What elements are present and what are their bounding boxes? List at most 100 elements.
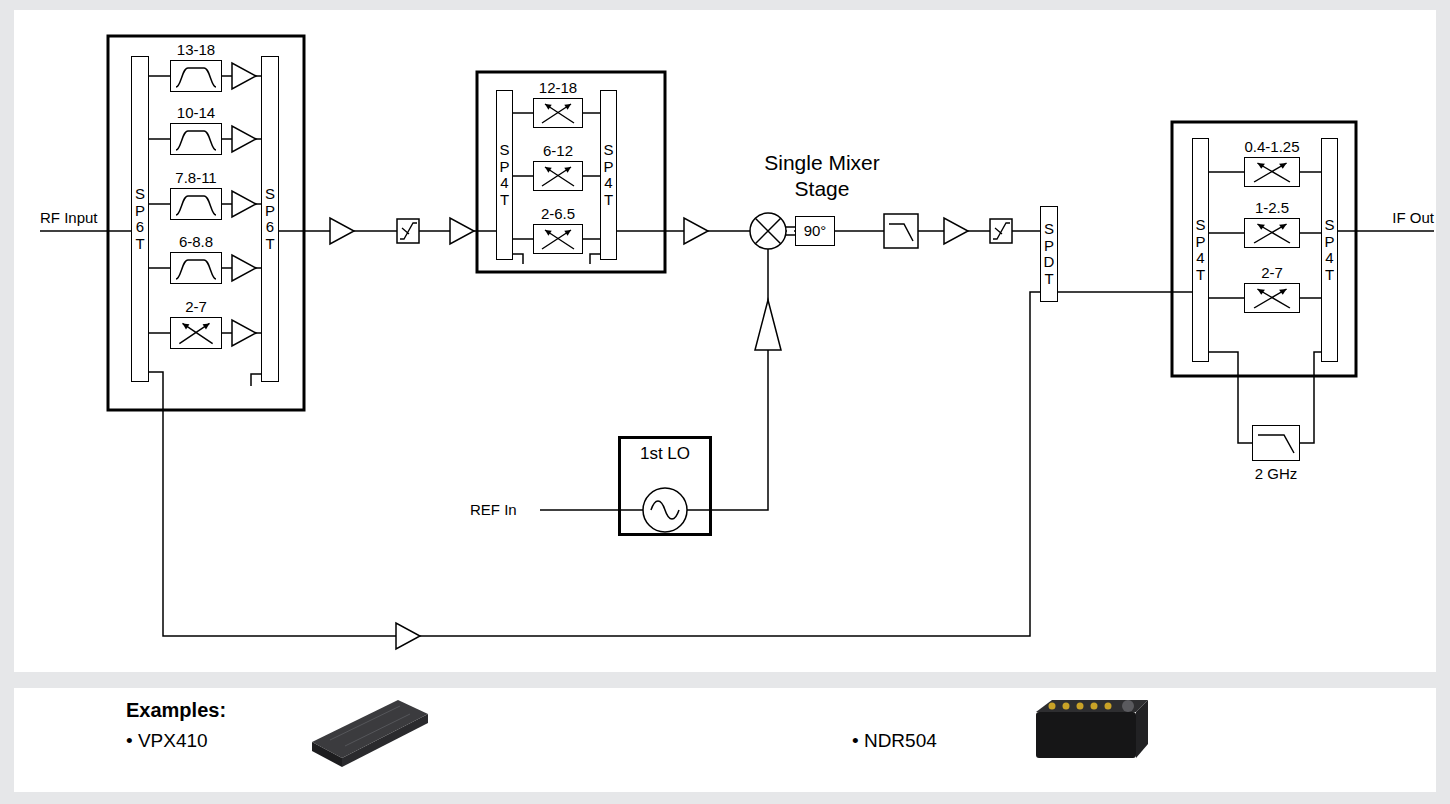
switch-label: SP4T (1193, 217, 1208, 283)
product-name: • NDR504 (852, 730, 937, 753)
examples-panel: Examples: • VPX410 • NDR504 (15, 688, 1435, 792)
signal-wire (149, 267, 170, 269)
diagram-panel (14, 10, 1436, 672)
amplifier-symbol (232, 255, 256, 281)
bandpass-filter: 10-14 (170, 123, 222, 155)
signal-wire (1209, 171, 1244, 173)
amplifier-symbol (684, 218, 708, 244)
signal-wire (1209, 352, 1252, 443)
amplifier-symbol (232, 320, 256, 346)
filter-bank-frame (477, 72, 665, 272)
tunable-filter: 6-12 (533, 161, 583, 191)
highpass-curve (993, 223, 1010, 239)
tunable-filter-symbol (542, 230, 574, 249)
connector-detail (1122, 700, 1134, 712)
filter-range: 2-6.5 (541, 205, 575, 223)
lowpass-curve (1258, 435, 1294, 453)
tunable-filter-symbol (179, 323, 212, 343)
signal-wire (1300, 297, 1321, 299)
amplifier-symbol (232, 191, 256, 217)
box-label: 90° (804, 222, 827, 240)
tunable-filter: 2-7 (170, 317, 222, 349)
tunable-filter: 2-7 (1244, 283, 1300, 313)
switch-bar: SP4T (1321, 138, 1338, 362)
signal-wire (513, 238, 533, 240)
connector-detail (1063, 703, 1070, 710)
switch-label: SP6T (133, 186, 148, 252)
filter-range: 2-7 (185, 298, 207, 316)
highpass-symbol (397, 219, 419, 243)
switch-bar: SPDT (1040, 206, 1058, 302)
switch-label: SPDT (1042, 221, 1057, 287)
filter-range: 10-14 (177, 104, 215, 122)
signal-wire (149, 332, 170, 334)
filter-range: 1-2.5 (1255, 199, 1289, 217)
filter-range: 6-12 (543, 142, 573, 160)
signal-wire (149, 203, 170, 205)
amplifier-symbol (450, 218, 474, 244)
port-label: REF In (470, 501, 517, 519)
port-label: IF Out (1392, 209, 1434, 227)
ndr504-photo (1036, 700, 1148, 712)
unused-port-stub (590, 254, 600, 264)
if-out-wire (1338, 230, 1434, 232)
unused-port-stub (513, 254, 523, 264)
signal-wire (513, 112, 533, 114)
filter-range: 7.8-11 (175, 169, 216, 187)
switch-label: SP4T (497, 142, 512, 208)
ndr504-photo (1036, 712, 1136, 758)
switch-bar: SP4T (496, 90, 513, 260)
bandpass-filter: 13-18 (170, 60, 222, 92)
examples-panel-ground (14, 688, 1436, 792)
port-label: RF Input (40, 209, 98, 227)
amplifier-symbol (330, 218, 354, 244)
switch-label: SP4T (1322, 217, 1337, 283)
bandpass-filter: 6-8.8 (170, 252, 222, 284)
bandpass-curve (176, 131, 216, 150)
amplifier-symbol (232, 126, 256, 152)
product-name: • VPX410 (126, 730, 208, 753)
lo-wire (687, 249, 768, 510)
tunable-filter-symbol (542, 167, 574, 186)
signal-wire (1300, 171, 1321, 173)
tunable-filter: 0.4-1.25 (1244, 157, 1300, 187)
ndr504-photo (1136, 700, 1148, 758)
highpass-symbol (990, 219, 1012, 243)
amplifier-symbol (755, 300, 781, 350)
amplifier-symbol (232, 63, 256, 89)
if-filter-frame (1172, 122, 1356, 376)
bandpass-curve (176, 68, 216, 87)
oscillator-box: 1st LO (618, 436, 712, 536)
tunable-filter: 12-18 (533, 98, 583, 128)
ref-in-wire (540, 509, 643, 511)
connector-detail (1049, 703, 1056, 710)
amplifier-symbol (944, 218, 968, 244)
signal-wire (1209, 232, 1244, 234)
connector-detail (1077, 703, 1084, 710)
oscillator-symbol (643, 488, 687, 532)
mixer-symbol (750, 213, 786, 249)
filter-range: 2-7 (1261, 264, 1283, 282)
signal-wire (149, 138, 170, 140)
vpx410-photo-detail (330, 706, 410, 746)
connector-detail (1105, 703, 1112, 710)
stage-label: Single Mixer Stage (752, 150, 892, 203)
examples-heading: Examples: (126, 698, 226, 722)
rf-input-wire (40, 230, 131, 232)
signal-wire (1300, 232, 1321, 234)
switch-label: SP4T (601, 142, 616, 208)
bandpass-filter: 7.8-11 (170, 188, 222, 220)
signal-wire (583, 238, 600, 240)
filter-range: 6-8.8 (179, 233, 213, 251)
tunable-filter-symbol (542, 104, 574, 123)
signal-wire (1209, 297, 1244, 299)
tunable-filter: 2-6.5 (533, 224, 583, 254)
switch-bar: SP6T (131, 56, 149, 382)
tunable-filter-symbol (1254, 289, 1290, 308)
vpx410-photo (342, 714, 428, 767)
signal-wire (583, 175, 600, 177)
switch-bar: SP6T (261, 56, 279, 382)
tunable-filter-symbol (1254, 163, 1290, 182)
